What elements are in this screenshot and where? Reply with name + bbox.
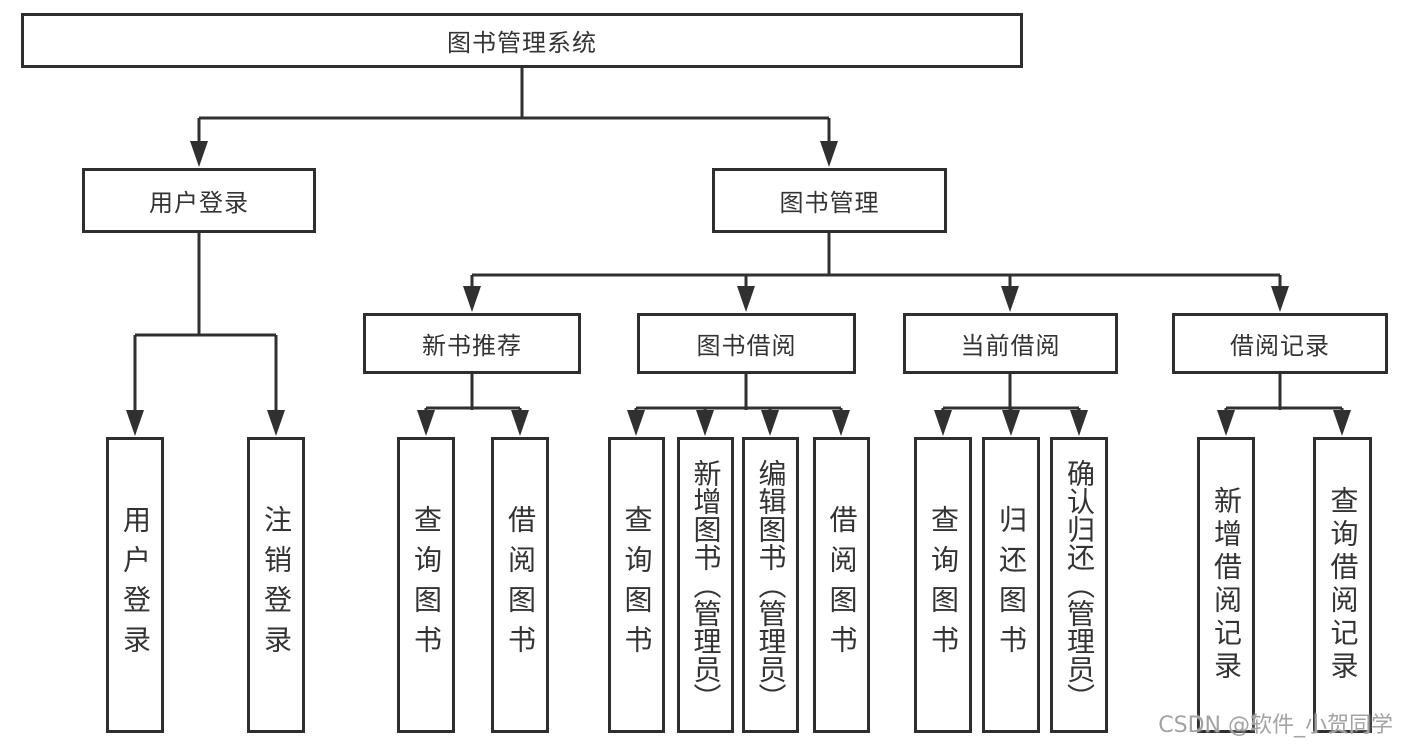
leaf-confirm-return-admin: 确认归还（管理员） [1050, 437, 1108, 733]
arrow-icon [1271, 286, 1289, 312]
node-label: 归还图书 [995, 505, 1028, 665]
node-borrow-records: 借阅记录 [1172, 313, 1388, 374]
node-label: 查询图书 [927, 505, 960, 665]
arrow-icon [820, 141, 838, 167]
leaf-query-books-recommend: 查询图书 [397, 437, 455, 733]
node-label: 图书管理系统 [447, 29, 597, 57]
node-label: 借阅图书 [504, 505, 537, 665]
connector-path-group [133, 68, 1344, 416]
leaf-borrow-books-recommend: 借阅图书 [491, 437, 549, 733]
arrow-icon [1217, 410, 1235, 436]
leaf-add-borrow-record: 新增借阅记录 [1197, 437, 1255, 733]
leaf-return-books: 归还图书 [982, 437, 1040, 733]
leaf-query-books-borrow: 查询图书 [608, 437, 665, 733]
node-label: 新增图书（管理员） [689, 459, 723, 711]
arrow-icon [267, 410, 285, 436]
node-label: 借阅记录 [1230, 332, 1330, 360]
node-label: 新书推荐 [422, 332, 522, 360]
leaf-edit-book-admin: 编辑图书（管理员） [742, 437, 799, 733]
arrow-icon [511, 410, 529, 436]
node-label: 编辑图书（管理员） [754, 459, 788, 711]
node-label: 确认归还（管理员） [1063, 459, 1096, 711]
node-current-borrow: 当前借阅 [903, 313, 1118, 374]
node-label: 查询图书 [410, 505, 443, 665]
leaf-borrow-books: 借阅图书 [813, 437, 870, 733]
node-label: 借阅图书 [825, 505, 859, 665]
arrow-icon [126, 410, 144, 436]
node-label: 当前借阅 [960, 332, 1061, 360]
leaf-query-books-current: 查询图书 [914, 437, 972, 733]
arrow-icon [761, 410, 779, 436]
node-book-management: 图书管理 [712, 168, 947, 233]
arrow-icon [832, 410, 850, 436]
arrow-icon [737, 286, 755, 312]
node-label: 图书管理 [779, 189, 880, 217]
arrow-icon [627, 410, 645, 436]
node-new-book-recommend: 新书推荐 [363, 313, 581, 374]
node-label: 查询借阅记录 [1326, 486, 1360, 684]
arrow-icon [190, 141, 208, 167]
arrow-icon [1070, 410, 1088, 436]
node-label: 用户登录 [119, 505, 152, 665]
arrow-icon [417, 410, 435, 436]
arrow-icon [1002, 410, 1020, 436]
leaf-add-book-admin: 新增图书（管理员） [677, 437, 734, 733]
arrow-icon [1001, 286, 1019, 312]
node-label: 新增借阅记录 [1210, 486, 1243, 684]
node-root-system: 图书管理系统 [21, 13, 1023, 68]
node-label: 查询图书 [620, 505, 654, 665]
leaf-logout: 注销登录 [247, 437, 305, 733]
node-book-borrow: 图书借阅 [637, 313, 856, 374]
node-label: 注销登录 [260, 505, 293, 665]
node-label: 用户登录 [149, 189, 249, 217]
node-label: 图书借阅 [696, 332, 797, 360]
arrow-icon [696, 410, 714, 436]
arrow-icon [463, 286, 481, 312]
csdn-watermark: CSDN @软件_小贺同学 [1158, 713, 1393, 738]
leaf-query-borrow-record: 查询借阅记录 [1313, 437, 1372, 733]
arrowhead-group [126, 141, 1351, 436]
arrow-icon [1333, 410, 1351, 436]
leaf-user-login: 用户登录 [106, 437, 164, 733]
node-user-login: 用户登录 [82, 168, 316, 233]
arrow-icon [934, 410, 952, 436]
